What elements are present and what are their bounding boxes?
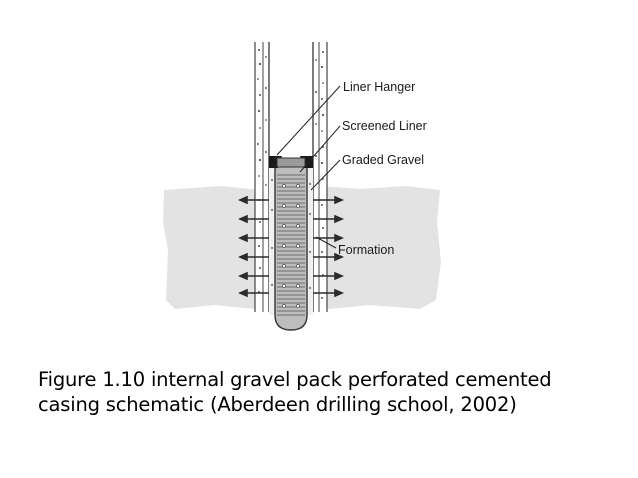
callout-graded-gravel: Graded Gravel (342, 153, 424, 167)
casing-wall-right (312, 42, 328, 312)
callout-formation: Formation (338, 243, 394, 257)
casing-schematic-diagram: Liner Hanger Screened Liner Graded Grave… (163, 42, 441, 331)
liner-top-cap (276, 157, 306, 168)
cement-speckle (257, 49, 325, 299)
screen-holes (282, 184, 300, 308)
figure-caption: Figure 1.10 internal gravel pack perfora… (38, 367, 628, 417)
caption-line-1: Figure 1.10 internal gravel pack perfora… (38, 368, 552, 391)
leader-lines (276, 85, 341, 249)
gravel-grains (270, 178, 312, 290)
callout-liner-hanger: Liner Hanger (343, 80, 415, 94)
caption-line-2: casing schematic (Aberdeen drilling scho… (38, 393, 517, 416)
screen-slots (277, 174, 305, 316)
casing-wall-left (254, 42, 270, 312)
callout-screened-liner: Screened Liner (342, 119, 427, 133)
